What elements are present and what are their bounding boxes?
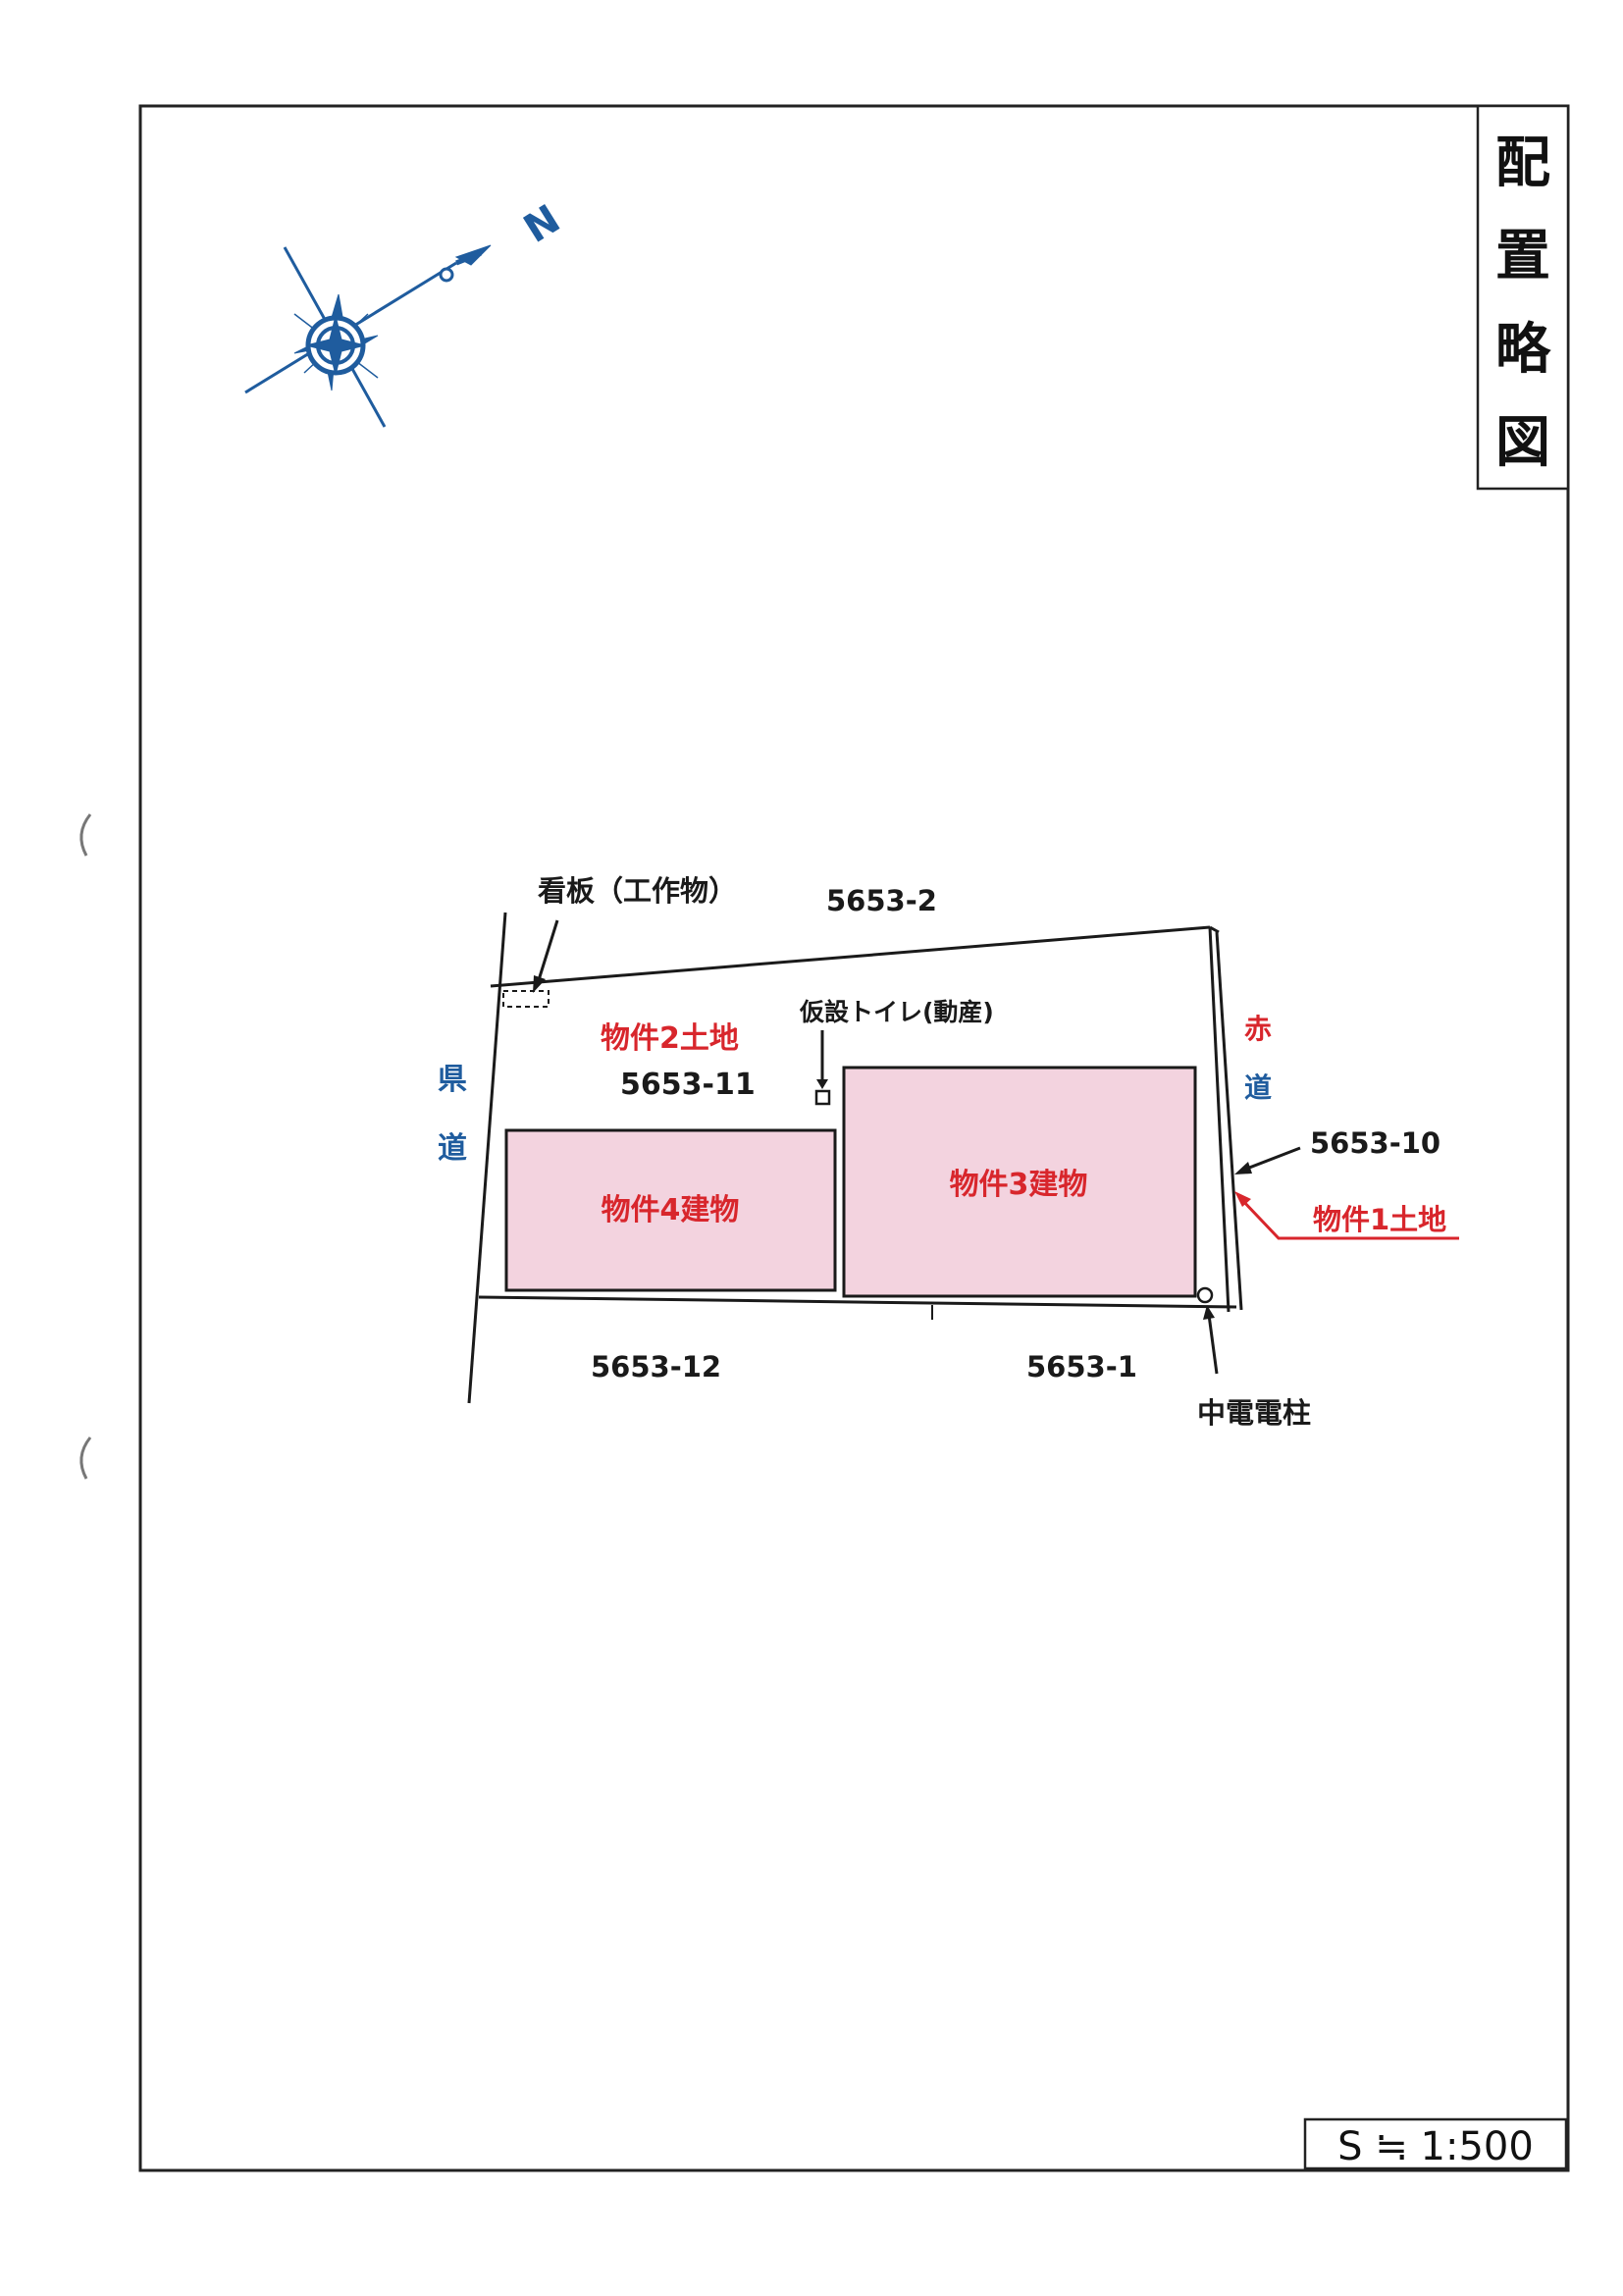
red-road-label-1: 赤 [1244,1013,1272,1045]
title-box: 配 置 略 図 [1476,104,1570,491]
arrow-icon [1203,1305,1215,1320]
property2-land-label: 物件2土地 [601,1021,739,1056]
signboard-label: 看板（工作物） [538,874,737,908]
title-char-1: 配 [1495,131,1550,195]
parcel-south-east-label: 5653-1 [1026,1350,1137,1383]
property3-building-label: 物件3建物 [950,1168,1088,1202]
arrow-icon [1234,1191,1251,1207]
binder-mark [79,1436,92,1480]
pole-leader [1207,1314,1219,1375]
title-char-3: 略 [1495,318,1551,382]
property1-leader [1239,1197,1459,1240]
north-label: N [516,196,568,252]
property4-building [504,1128,837,1292]
south-boundary [478,1295,1237,1309]
property3-building [842,1066,1197,1298]
parcel-main-label: 5653-11 [620,1068,756,1102]
signboard-structure [502,990,550,1008]
parcel-south-west-label: 5653-12 [591,1350,721,1383]
arrow-icon [1234,1162,1252,1174]
title-char-4: 図 [1495,411,1550,475]
scale-label: S ≒ 1:500 [1337,2124,1534,2169]
red-road-edge [1215,931,1243,1311]
north-boundary [490,925,1211,988]
title-char-2: 置 [1495,225,1550,288]
property4-building-label: 物件4建物 [602,1193,740,1227]
prefectural-road-label-1: 県 [438,1063,467,1097]
red-road-label-2: 道 [1244,1071,1272,1104]
east-boundary [1208,926,1230,1313]
compass-rose-icon: N [244,196,568,428]
parcel-east-leader [1243,1146,1301,1172]
prefectural-road-label-2: 道 [438,1131,467,1166]
parcel-north-label: 5653-2 [826,884,937,917]
parcel-east-label: 5653-10 [1310,1126,1440,1160]
site-boundary [467,912,1243,1404]
binder-mark [79,813,92,857]
arrow-icon [533,975,546,993]
arrow-icon [816,1079,828,1089]
utility-pole-label: 中電電柱 [1197,1396,1311,1430]
toilet-label: 仮設トイレ(動産) [799,998,994,1026]
prefectural-road-edge [467,912,507,1404]
property1-land-label: 物件1土地 [1313,1203,1446,1236]
toilet-marker [814,1089,831,1106]
page-frame [138,104,1570,2172]
scale-box: S ≒ 1:500 [1303,2117,1568,2170]
signboard-leader [536,919,559,984]
utility-pole-marker [1196,1286,1214,1304]
